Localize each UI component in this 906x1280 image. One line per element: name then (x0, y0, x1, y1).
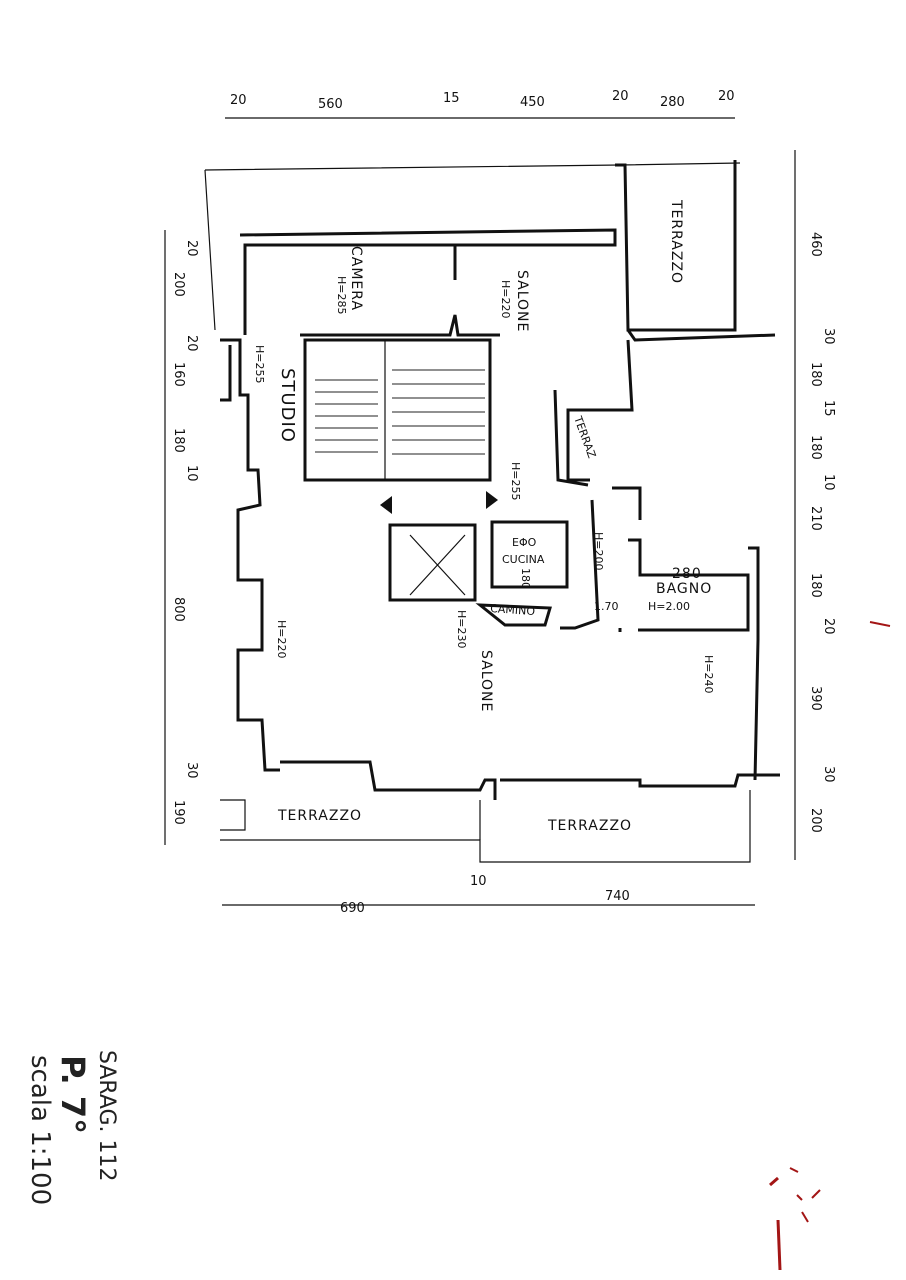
entry-arrows (380, 491, 498, 514)
label-salone-bottom: SALONE (478, 650, 494, 712)
label-bagno-h: H=2.00 (648, 600, 690, 613)
note-piano: P. 7° (54, 1055, 92, 1134)
dim-right-2: 30 (821, 328, 836, 345)
dimension-lines (164, 117, 796, 906)
dim-right-10: 390 (808, 686, 823, 711)
left-dimensions: 20 200 20 160 180 10 800 30 190 (171, 240, 199, 825)
note-sarag: SARAG. 112 (94, 1050, 119, 1182)
label-cucina: CUCINA (502, 553, 545, 566)
label-salone-top-h: H=220 (499, 280, 512, 318)
dim-left-2: 200 (171, 272, 186, 297)
dim-left-1: 20 (184, 240, 199, 257)
note-scala: scala 1:100 (25, 1055, 55, 1205)
dim-left-3: 20 (184, 335, 199, 352)
label-camera: CAMERA (348, 246, 364, 311)
label-camino-h: 1.70 (594, 600, 619, 613)
label-bagno-w: 280 (672, 566, 702, 582)
stair-hatching (315, 369, 485, 455)
dim-bottom-2: 10 (470, 874, 487, 889)
label-bagno: BAGNO (656, 581, 712, 597)
red-marks (769, 621, 891, 1271)
label-cucina-h: H=200 (592, 532, 605, 570)
handwritten-notes: SARAG. 112 P. 7° scala 1:100 (25, 1050, 119, 1205)
dim-right-11: 30 (821, 766, 836, 783)
dim-top-2: 560 (318, 97, 343, 112)
dim-right-1: 460 (808, 232, 823, 257)
dim-left-4: 160 (171, 362, 186, 387)
label-cucina-tag: EΦO (512, 536, 537, 549)
dim-top-3: 15 (443, 91, 460, 106)
dim-top-5: 20 (612, 89, 629, 104)
room-labels: CAMERA H=285 SALONE H=220 STUDIO H=255 T… (253, 199, 715, 834)
label-salone-bottom-h: H=230 (455, 610, 468, 648)
dim-left-6: 10 (184, 465, 199, 482)
dim-top-7: 20 (718, 89, 735, 104)
dim-left-9: 190 (171, 800, 186, 825)
dim-bottom-1: 690 (340, 901, 365, 916)
walls (204, 160, 780, 863)
label-studio-h: H=255 (253, 345, 266, 383)
label-terrazzo-bottom-right: TERRAZZO (547, 818, 632, 834)
dim-left-5: 180 (171, 428, 186, 453)
dim-right-12: 200 (808, 808, 823, 833)
right-dimensions: 460 30 180 15 180 10 210 180 20 390 30 2… (808, 232, 836, 833)
dim-bottom-3: 740 (605, 889, 630, 904)
dim-right-6: 10 (821, 474, 836, 491)
label-right-h: H=240 (702, 655, 715, 693)
label-camino: CAMINO (490, 602, 536, 618)
dim-right-8: 180 (808, 573, 823, 598)
dim-right-4: 15 (821, 400, 836, 417)
dim-right-7: 210 (808, 506, 823, 531)
label-camera-h: H=285 (335, 276, 348, 314)
dim-right-3: 180 (808, 362, 823, 387)
label-studio: STUDIO (277, 368, 298, 443)
label-terrazzo-top: TERRAZZO (668, 199, 684, 284)
label-cucina-w: 180 (519, 568, 532, 589)
label-terrazzo-bottom-left: TERRAZZO (277, 808, 362, 824)
label-left-h: H=220 (275, 620, 288, 658)
dim-top-4: 450 (520, 95, 545, 110)
dim-right-5: 180 (808, 435, 823, 460)
dim-left-7: 800 (171, 597, 186, 622)
label-stair-h: H=255 (509, 462, 522, 500)
label-terraz: TERRAZ (571, 414, 599, 461)
dim-top-6: 280 (660, 95, 685, 110)
label-salone-top: SALONE (514, 270, 530, 332)
dim-right-9: 20 (821, 618, 836, 635)
dim-left-8: 30 (184, 762, 199, 779)
dim-top-1: 20 (230, 93, 247, 108)
